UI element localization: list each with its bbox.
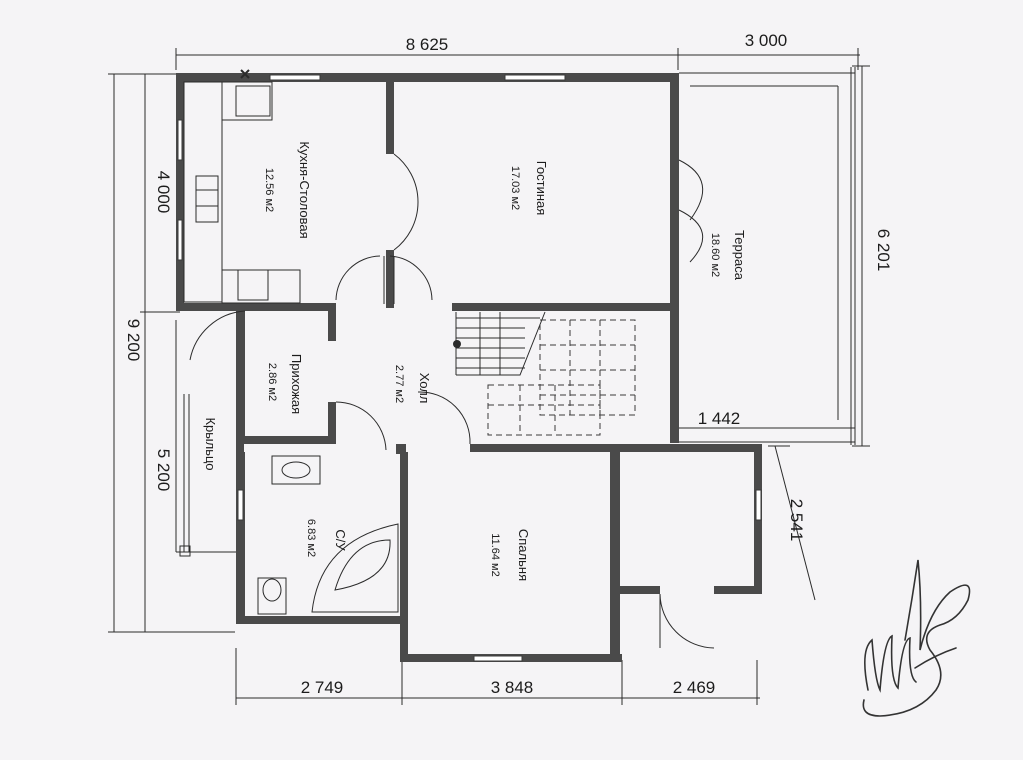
porch-railing	[175, 320, 236, 557]
room-label-hallway: Прихожая	[289, 354, 304, 414]
room-label-bathroom: С/У	[333, 529, 348, 551]
room-area-hall: 2.77 м2	[393, 365, 405, 403]
room-area-bedroom: 11.64 м2	[489, 533, 501, 576]
room-area-bathroom: 6.83 м2	[305, 519, 317, 557]
room-area-terrace: 18.60 м2	[709, 233, 721, 277]
bathroom-fixtures	[257, 455, 399, 615]
dim-left-lower: 5 200	[154, 449, 173, 492]
dim-top-terrace: 3 000	[745, 31, 788, 50]
doors	[189, 153, 715, 649]
dim-top-main: 8 625	[406, 35, 449, 54]
handwritten-signature	[862, 559, 971, 717]
room-label-bedroom: Спальня	[516, 529, 531, 581]
dim-bottom-left: 2 749	[301, 678, 344, 697]
room-label-hall: Холл	[417, 373, 432, 404]
dim-bottom-mid: 3 848	[491, 678, 534, 697]
dim-left-total: 9 200	[124, 319, 143, 362]
dim-inner-terrace: 1 442	[698, 409, 741, 428]
staircase	[453, 311, 636, 436]
room-label-living: Гостиная	[534, 161, 549, 216]
windows	[177, 74, 762, 662]
room-label-kitchen: Кухня-Столовая	[297, 141, 312, 238]
corner-cross-icon	[240, 69, 250, 79]
dim-left-upper: 4 000	[154, 171, 173, 214]
terrace-frame	[679, 67, 856, 445]
dim-right-terrace: 6 201	[874, 229, 893, 272]
room-label-terrace: Терраса	[732, 230, 747, 281]
dimension-lines	[108, 48, 870, 705]
dim-right-annex: 2 541	[787, 499, 806, 542]
room-area-kitchen: 12.56 м2	[263, 168, 275, 212]
dim-bottom-right: 2 469	[673, 678, 716, 697]
room-label-porch: Крыльцо	[203, 417, 218, 470]
room-area-living: 17.03 м2	[509, 166, 521, 210]
kitchen-furniture	[183, 81, 301, 304]
room-area-hallway: 2.86 м2	[266, 363, 278, 401]
